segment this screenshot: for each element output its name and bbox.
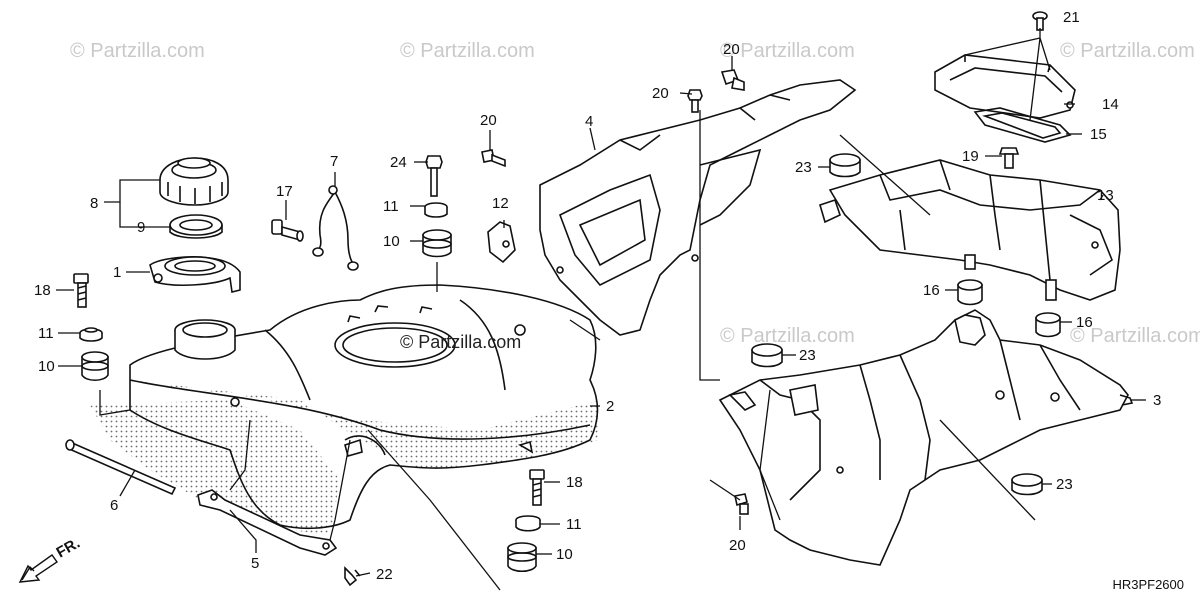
frame-bracket-4 [539,79,857,336]
bolt-17 [271,219,304,242]
watermark-6: © Partzilla.com [1070,325,1200,347]
callout-14: 14 [1102,96,1119,113]
front-direction-label: FR. [54,535,83,562]
electrical-box-13 [819,159,1121,301]
callout-15: 15 [1090,126,1107,143]
watermark-2: © Partzilla.com [400,40,535,62]
bolt-18-top [73,273,89,308]
collar-11-mid [424,202,448,218]
tank-strap [197,489,338,556]
callout-6: 6 [110,497,118,514]
grommet-23-a [829,153,861,178]
diagram-code: HR3PF2600 [1112,577,1184,592]
callout-16-b: 16 [1076,314,1093,331]
bolt-24 [425,155,443,197]
callout-23-b: 23 [799,347,816,364]
callout-24: 24 [390,154,407,171]
cover-gasket-15 [973,107,1072,143]
callout-23-c: 23 [1056,476,1073,493]
grommet-10-left [81,351,109,382]
callout-21: 21 [1063,9,1080,26]
bolt-18-bottom [529,469,545,506]
center-watermark: © Partzilla.com [400,332,522,352]
clip-22 [344,566,361,587]
bolt-20-c [720,69,745,91]
callout-20-c: 20 [723,41,740,58]
tank-rod [65,439,177,496]
callout-7: 7 [330,153,338,170]
fuel-tank [90,284,600,535]
filler-base-ring [149,256,241,293]
callout-20-d: 20 [729,537,746,554]
callout-11-mid: 11 [383,198,399,215]
callout-20-a: 20 [480,112,497,129]
front-direction-arrow [18,554,58,583]
callout-11-left: 11 [38,325,54,342]
callout-17: 17 [276,183,293,200]
callout-13: 13 [1097,187,1114,204]
grommet-23-c [1011,473,1043,496]
callout-3: 3 [1153,392,1161,409]
under-tray-3 [718,309,1134,566]
callout-12: 12 [492,195,509,212]
callout-18-bottom: 18 [566,474,583,491]
grommet-16-b [1035,312,1061,338]
control-box-cover-14 [934,54,1076,119]
callout-2: 2 [606,398,614,415]
callout-11-bottom: 11 [566,516,582,533]
callout-23-a: 23 [795,159,812,176]
watermark-3: © Partzilla.com [720,40,855,62]
callout-20-b: 20 [652,85,669,102]
ground-cable [312,185,359,271]
callout-22: 22 [376,566,393,583]
callout-10-mid: 10 [383,233,400,250]
callout-5: 5 [251,555,259,572]
cap-gasket [169,214,223,239]
watermark-4: © Partzilla.com [1060,40,1195,62]
callout-4: 4 [585,113,593,130]
collar-11-bottom [515,515,541,532]
bolt-20-a [481,149,506,168]
watermark-1: © Partzilla.com [70,40,205,62]
callout-16-a: 16 [923,282,940,299]
leader-lines [56,28,1146,591]
filler-cap [159,157,229,206]
grommet-10-bottom [507,542,537,573]
callout-9: 9 [137,219,145,236]
collar-11-left [79,327,103,342]
callout-18-top: 18 [34,282,51,299]
bolt-20-b [687,89,703,113]
grommet-23-b [751,343,783,368]
watermark-5: © Partzilla.com [720,325,855,347]
grommet-16-a [957,279,983,306]
bolt-19 [998,147,1020,169]
callout-10-bottom: 10 [556,546,573,563]
bolt-20-d [734,493,749,515]
callout-1: 1 [113,264,121,281]
grommet-10-mid [422,229,452,258]
callout-10-left: 10 [38,358,55,375]
screw-21 [1032,11,1048,31]
bracket-12 [487,221,516,264]
callout-19: 19 [962,148,979,165]
callout-8: 8 [90,195,98,212]
